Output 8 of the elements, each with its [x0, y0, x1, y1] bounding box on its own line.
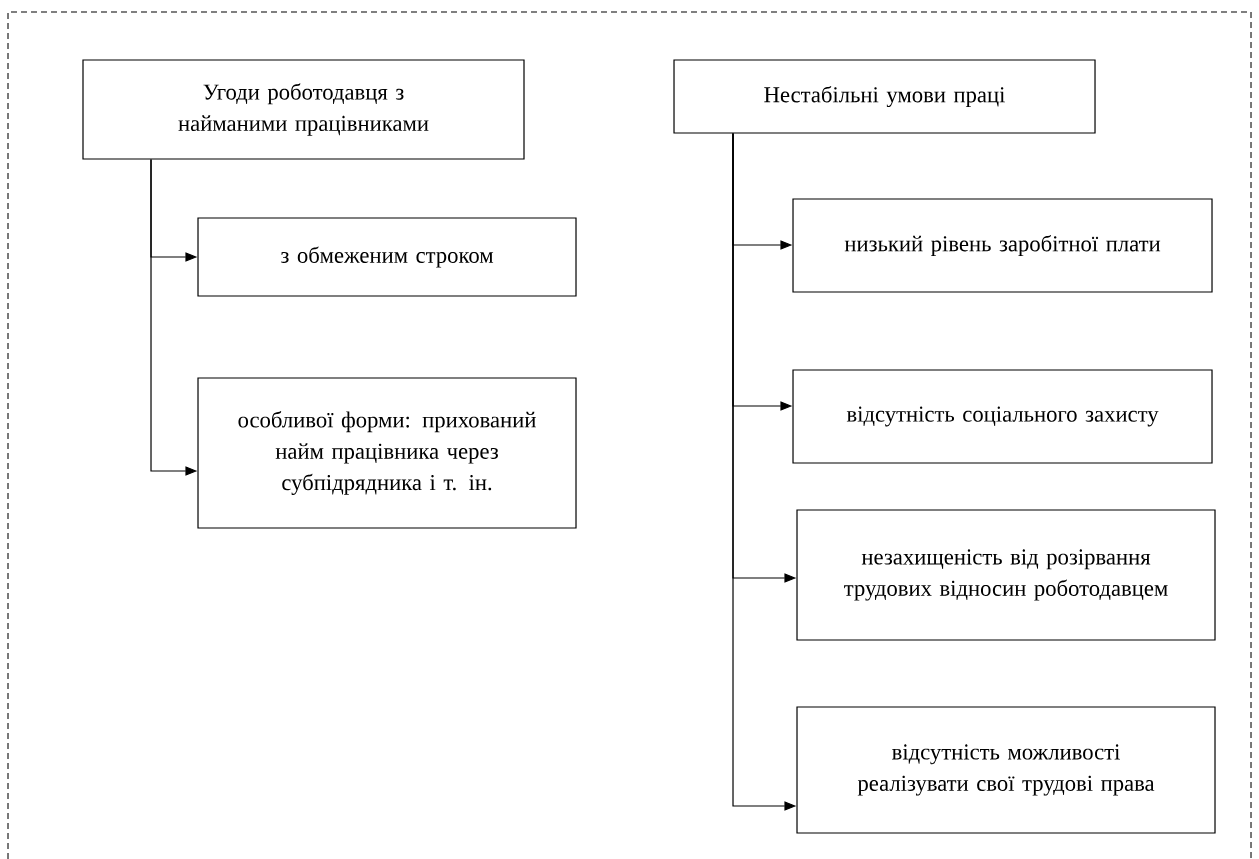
text-box: незахищеність від розірвання трудових відносин роботодавцем	[796, 509, 1216, 641]
text-box: Угоди роботодавця з найманими працівниками	[82, 59, 525, 160]
text-box: з обмеженим строком	[197, 217, 577, 297]
text-box: відсутність можливості реалізувати свої трудові права	[796, 706, 1216, 834]
text-box: відсутність соціального захисту	[792, 369, 1213, 464]
text-box: Нестабільні умови праці	[673, 59, 1096, 134]
text-box: низький рівень заробітної плати	[792, 198, 1213, 293]
text-box: особливої форми: прихований найм працівника через субпідрядника і т. ін.	[197, 377, 577, 529]
